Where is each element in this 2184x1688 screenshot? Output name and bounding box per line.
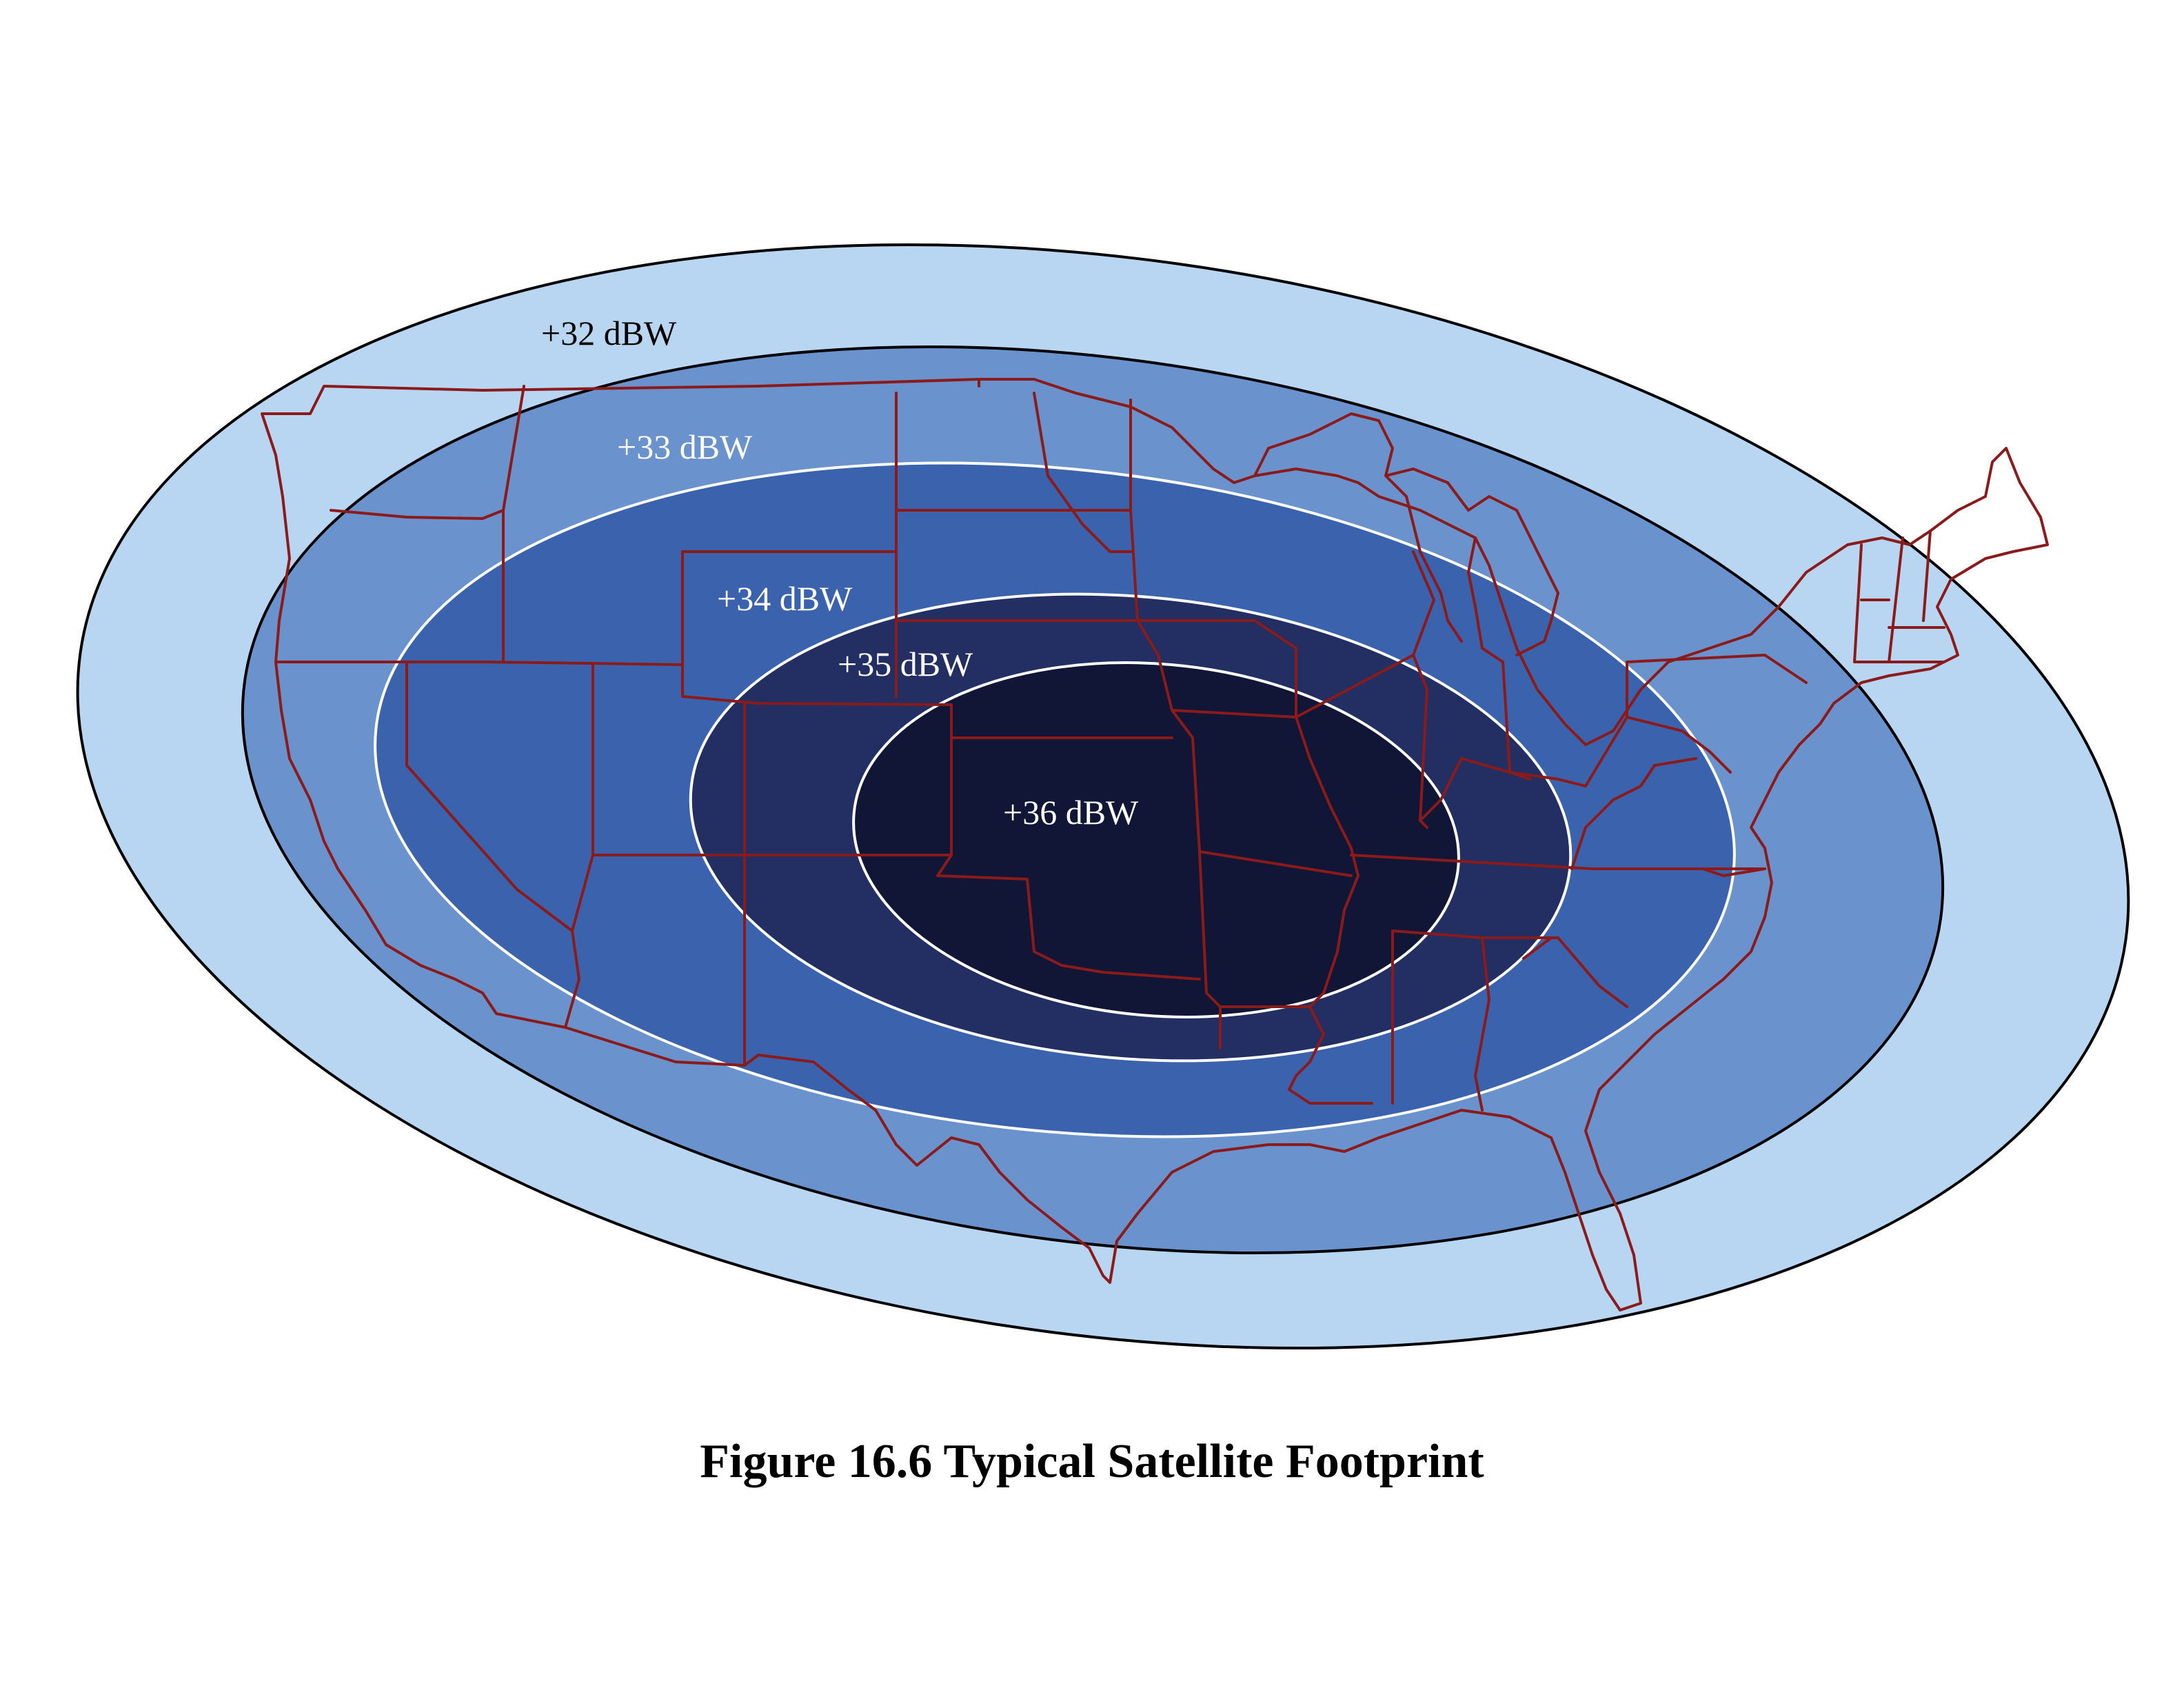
contour-label-32-dbw: +32 dBW bbox=[541, 314, 677, 352]
contour-label-35-dbw: +35 dBW bbox=[838, 645, 973, 683]
state-border bbox=[1253, 412, 1559, 663]
state-border bbox=[274, 378, 1945, 1112]
contour-label-36-dbw: +36 dBW bbox=[1003, 793, 1139, 832]
us-state-borders bbox=[261, 378, 2049, 1312]
us-outline bbox=[261, 378, 2049, 1312]
contour-label-34-dbw: +34 dBW bbox=[717, 579, 853, 618]
contour-label-33-dbw: +33 dBW bbox=[617, 428, 753, 466]
figure-caption: Figure 16.6 Typical Satellite Footprint bbox=[700, 1435, 1484, 1488]
